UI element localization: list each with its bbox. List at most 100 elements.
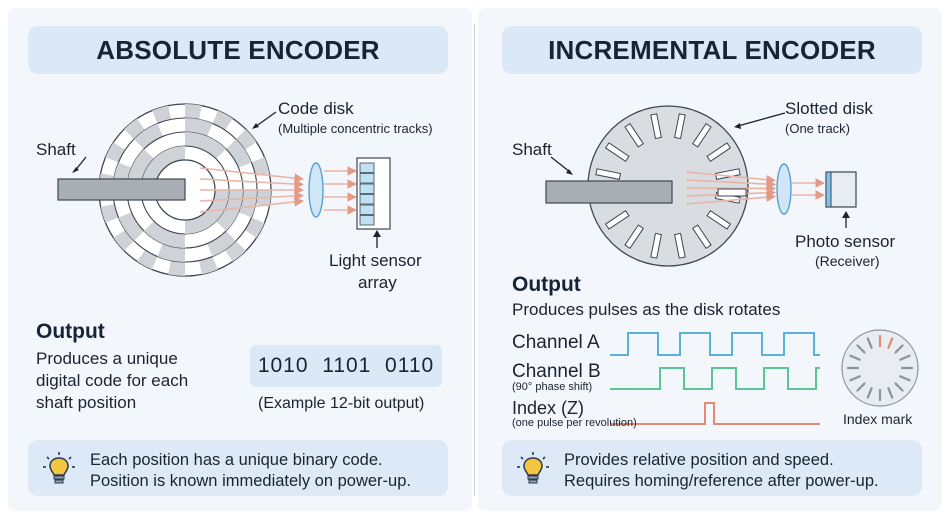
slotted-disk-sublabel: (One track) — [785, 121, 851, 136]
absolute-note-line-1: Each position has a unique binary code. — [90, 451, 383, 469]
absolute-output-line-1: Produces a unique — [36, 349, 178, 368]
code-segment — [226, 139, 252, 168]
index-tick — [849, 354, 861, 361]
slotted-disk-label: Slotted disk — [785, 99, 873, 118]
channel-b-sublabel: (90° phase shift) — [512, 381, 593, 393]
absolute-encoder-panel — [8, 8, 472, 511]
incremental-lens — [776, 163, 792, 215]
absolute-output-heading: Output — [36, 320, 105, 343]
absolute-shaft — [57, 178, 186, 201]
absolute-encoder-title: ABSOLUTE ENCODER — [28, 26, 448, 74]
sensor-cell — [359, 215, 375, 226]
light-ray — [685, 171, 776, 185]
lightbulb-icon — [43, 452, 75, 484]
code-caption: (Example 12-bit output) — [258, 395, 425, 412]
code-disk-sublabel: (Multiple concentric tracks) — [278, 121, 433, 136]
index-mark-ticks — [846, 334, 914, 402]
code-segment — [134, 123, 163, 149]
index-waveform — [610, 402, 820, 425]
channel-a-label: Channel A — [512, 332, 600, 353]
disk-slot — [595, 168, 622, 180]
disk-slot — [604, 142, 630, 162]
disk-slot — [624, 122, 644, 148]
code-segment — [168, 260, 185, 276]
absolute-note-line-2: Position is known immediately on power-u… — [90, 472, 411, 490]
disk-slot — [674, 113, 686, 140]
sensor-cell — [359, 183, 375, 194]
light-ray — [199, 167, 304, 183]
incremental-note-line-2: Requires homing/reference after power-up… — [564, 472, 879, 490]
light-ray — [685, 179, 776, 189]
index-slot — [717, 188, 747, 197]
disk-slot — [650, 232, 662, 259]
disk-slot — [624, 224, 644, 250]
channel-b-label: Channel B — [512, 361, 601, 382]
disk-slot — [692, 122, 712, 148]
code-segment — [185, 104, 202, 120]
photo-sensor-label: Photo sensor — [795, 232, 896, 251]
code-segment — [152, 105, 171, 124]
index-sublabel: (one pulse per revolution) — [512, 417, 637, 429]
code-segment — [251, 157, 270, 176]
light-ray — [199, 197, 304, 213]
code-segment — [185, 118, 213, 137]
absolute-lens — [308, 162, 324, 218]
absolute-output-line-2: digital code for each — [36, 371, 189, 390]
code-segment — [143, 221, 185, 248]
index-tick — [894, 344, 904, 354]
code-segment — [100, 204, 119, 223]
index-label: Index (Z) — [512, 398, 585, 418]
disk-slot — [650, 113, 662, 140]
light-ray — [685, 183, 776, 194]
incremental-output-sub: Produces pulses as the disk rotates — [512, 300, 781, 319]
binary-code-value: 1010 1101 0110 — [250, 345, 442, 387]
sensor-cell — [359, 204, 375, 215]
absolute-shaft-label: Shaft — [36, 140, 76, 159]
light-rays — [199, 166, 357, 215]
lightbulb-icon — [517, 452, 549, 484]
index-tick-marked — [887, 337, 894, 349]
index-tick — [866, 387, 873, 399]
incremental-output-heading: Output — [512, 273, 581, 296]
disk-slot — [604, 210, 630, 230]
absolute-encoder-diagram — [57, 103, 391, 277]
index-tick — [856, 382, 866, 392]
index-tick — [894, 382, 904, 392]
sensor-cell — [359, 173, 375, 184]
index-tick — [849, 375, 861, 382]
light-ray — [685, 192, 776, 205]
absolute-note: Each position has a unique binary code. … — [28, 440, 448, 496]
channel-b-waveform — [610, 367, 820, 390]
incremental-encoder-title: INCREMENTAL ENCODER — [502, 26, 922, 74]
code-segment — [185, 132, 227, 159]
code-segment — [118, 212, 144, 241]
incremental-encoder-panel — [478, 8, 942, 511]
incremental-shaft — [545, 180, 673, 204]
disk-pointer — [254, 111, 277, 128]
code-segment — [216, 190, 243, 232]
panel-divider — [474, 24, 475, 496]
code-segment — [238, 190, 257, 218]
code-disk-label: Code disk — [278, 99, 354, 118]
index-tick — [856, 344, 866, 354]
light-sensor-label-2: array — [358, 273, 397, 292]
light-rays — [685, 171, 825, 205]
disk-slot — [706, 142, 732, 162]
code-disk — [98, 103, 272, 277]
index-tick — [866, 337, 873, 349]
light-ray — [199, 178, 304, 189]
disk-slot — [674, 232, 686, 259]
incremental-shaft-label: Shaft — [512, 140, 552, 159]
index-mark-label: Index mark — [843, 411, 913, 427]
light-ray — [199, 191, 304, 202]
photo-sensor-sublabel: (Receiver) — [815, 253, 880, 269]
index-tick — [887, 387, 894, 399]
light-sensor-label: Light sensor — [329, 251, 422, 270]
disk-slot — [714, 168, 741, 180]
code-segment — [157, 243, 185, 262]
code-segment — [199, 256, 218, 275]
disk-slot — [692, 224, 712, 250]
disk-slot — [706, 210, 732, 230]
absolute-output-line-3: shaft position — [36, 393, 137, 412]
sensor-cells — [359, 162, 375, 226]
